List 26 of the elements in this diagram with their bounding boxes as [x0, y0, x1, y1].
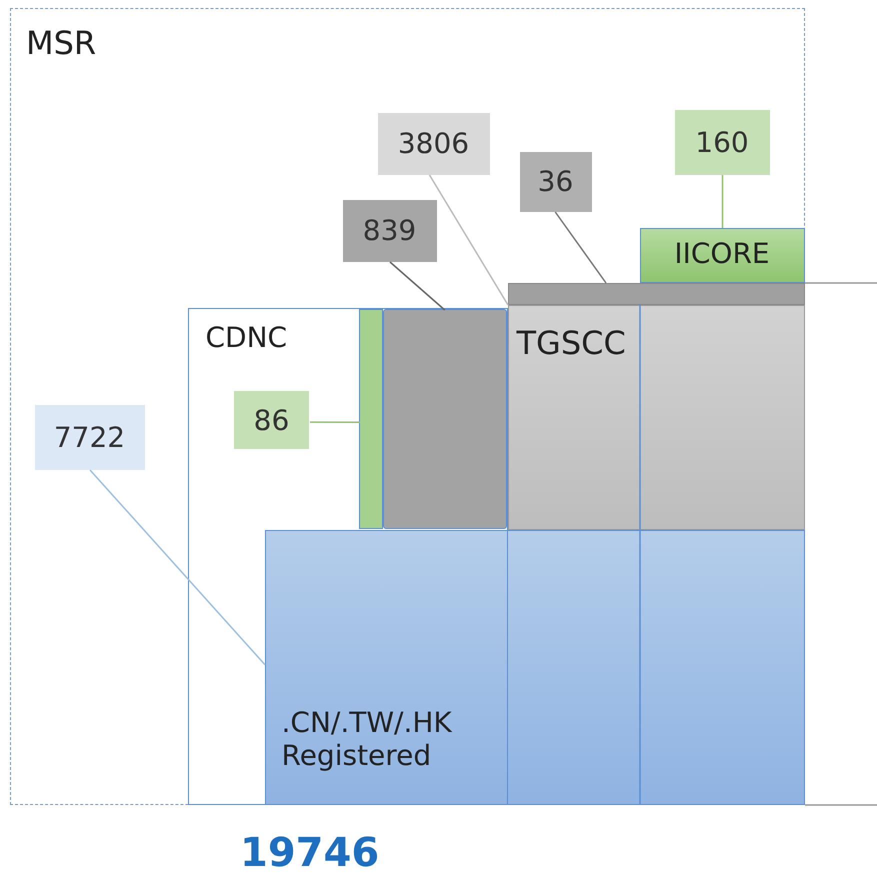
region-label: IICORE — [673, 236, 771, 270]
region-box — [640, 228, 804, 282]
region-box — [264, 530, 804, 804]
region-label: .CN/.TW/.HK Registered — [282, 706, 454, 773]
region-box — [508, 304, 804, 530]
region-label: CDNC — [206, 320, 288, 354]
leader-line — [390, 261, 446, 311]
callout-number: 839 — [342, 200, 436, 262]
callout-number: 3806 — [378, 112, 490, 174]
region-block — [383, 309, 507, 529]
leader-line — [428, 174, 509, 306]
callout-number: 160 — [674, 110, 770, 174]
bar-segment — [359, 309, 383, 529]
total-number: 19746 — [240, 830, 380, 875]
leader-line — [89, 470, 266, 666]
leader-line — [310, 421, 360, 423]
region-box — [188, 308, 508, 804]
callout-number: 86 — [234, 391, 309, 449]
dashed-region-box — [10, 8, 805, 805]
leader-line — [722, 175, 724, 228]
leader-line — [554, 212, 607, 284]
callout-number: 36 — [520, 152, 592, 212]
region-label: MSR — [26, 24, 96, 62]
region-label: TGSCC — [516, 324, 626, 362]
callout-number: 7722 — [34, 404, 144, 470]
bar-segment — [508, 282, 804, 304]
